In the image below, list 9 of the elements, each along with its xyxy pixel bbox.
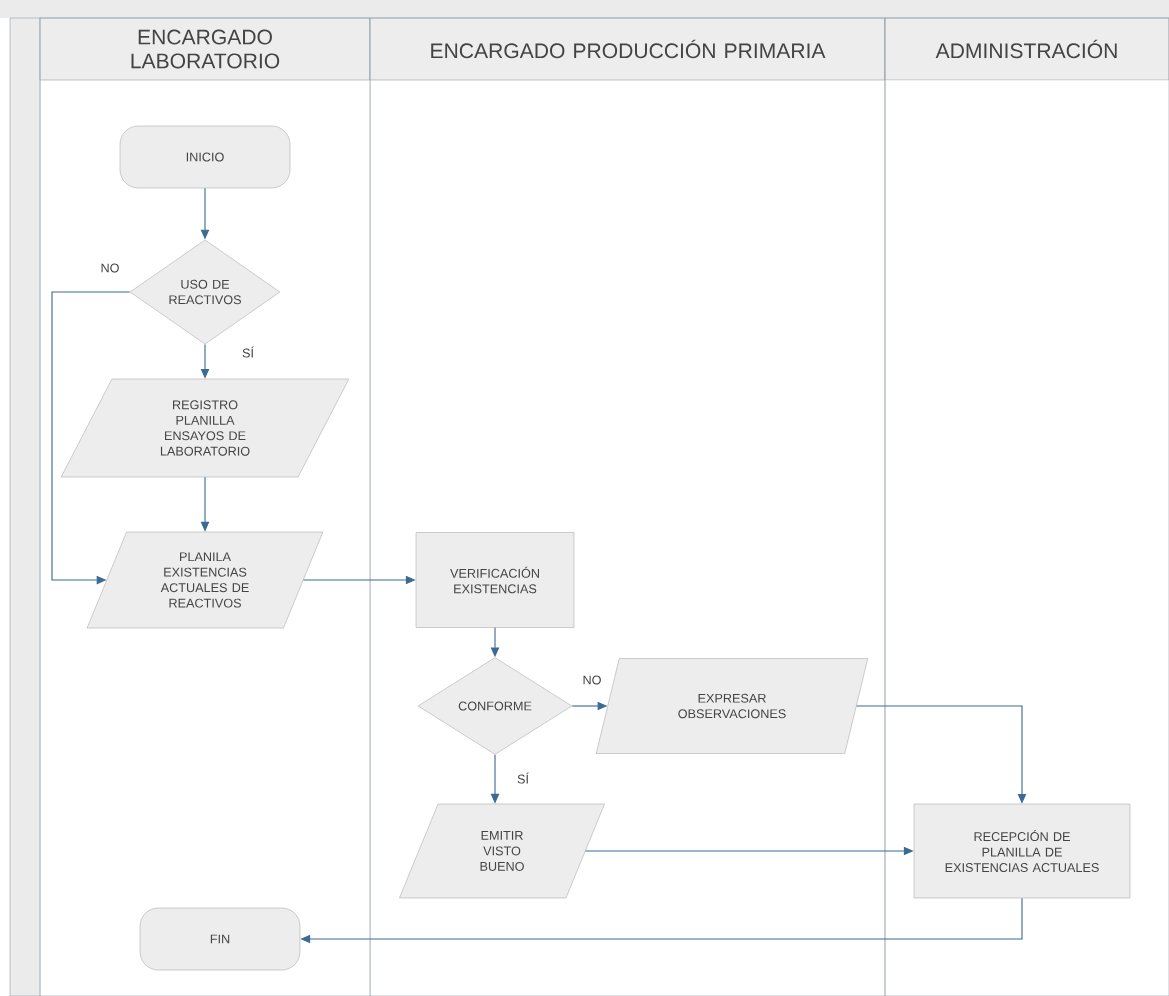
data-parallelogram: EMITIR VISTO BUENO bbox=[399, 803, 605, 899]
edge-label: SÍ bbox=[240, 345, 256, 359]
process-box: RECEPCIÓN DE PLANILLA DE EXISTENCIAS ACTUALES bbox=[913, 803, 1131, 899]
edge-label: SÍ bbox=[515, 771, 531, 785]
process-box: VERIFICACIÓN EXISTENCIAS bbox=[415, 532, 575, 628]
data-parallelogram: REGISTRO PLANILLA ENSAYOS DE LABORATORIO bbox=[60, 378, 350, 478]
data-parallelogram: PLANILA EXISTENCIAS ACTUALES DE REACTIVOS bbox=[86, 531, 324, 629]
edge-label: NO bbox=[99, 262, 121, 274]
arrow bbox=[51, 291, 131, 585]
